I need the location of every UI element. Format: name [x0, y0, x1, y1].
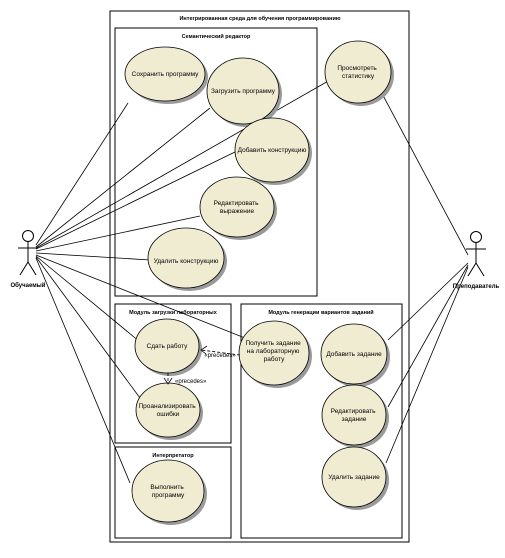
usecase-delete-task-label: Удалить задание — [328, 474, 380, 481]
usecase-add-construct[interactable]: Добавить конструкцию — [234, 117, 312, 185]
package-tasks-title: Модуль генерации вариантов заданий — [268, 309, 373, 316]
actor-student-name: Обучаемый — [11, 282, 46, 289]
usecase-get-task-line1: Получить задание — [245, 340, 301, 347]
assoc-teacher-add-task — [387, 262, 469, 341]
svg-text:Просмотреть статистику: Просмотреть статистику — [337, 65, 378, 80]
assoc-student-add-construct — [35, 150, 238, 250]
usecase-analyze-errors[interactable]: Проанализировать ошибки — [135, 382, 203, 440]
usecase-save-program[interactable]: Сохранить программу — [124, 46, 208, 104]
usecase-edit-expr-line2: выражение — [220, 208, 255, 215]
package-interpreter — [114, 446, 232, 539]
svg-text:Проанализировать ошибки: Проанализировать ошибки — [138, 403, 197, 418]
assoc-teacher-edit-task — [387, 264, 469, 408]
svg-text:Загрузить программу: Загрузить программу — [211, 88, 276, 95]
package-editor — [114, 27, 318, 297]
teacher-associations — [377, 85, 469, 464]
assoc-student-delete-construct — [35, 252, 151, 261]
package-lab-works — [114, 303, 232, 444]
assoc-student-run — [35, 257, 131, 484]
usecase-add-task-label: Добавить задание — [326, 350, 382, 358]
svg-text:Сдать работу: Сдать работу — [147, 342, 189, 350]
usecase-add-task[interactable]: Добавить задание — [320, 323, 390, 387]
usecase-get-task-line2: на лабораторную — [247, 347, 300, 355]
svg-text:Удалить задание: Удалить задание — [328, 474, 380, 481]
assoc-student-stats — [35, 79, 331, 249]
usecase-stats-line2: статистику — [342, 73, 375, 80]
usecase-run-program[interactable]: Выполнить программу — [131, 459, 207, 525]
package-tasks — [240, 303, 403, 539]
assoc-student-save — [35, 102, 129, 246]
assoc-student-load — [35, 107, 211, 248]
actor-student-head — [22, 230, 34, 242]
assoc-student-edit-expr — [35, 215, 201, 252]
actor-teacher[interactable]: Преподаватель — [453, 231, 500, 291]
package-lab-works-title: Модуль загрузки лабораторных — [129, 309, 218, 316]
usecase-delete-construct[interactable]: Удалить конструкцию — [147, 227, 227, 291]
usecase-run-line2: программу — [152, 492, 185, 499]
actor-student[interactable]: Обучаемый — [11, 230, 46, 290]
usecase-analyze-line2: ошибки — [157, 410, 180, 418]
svg-text:Выполнить программу: Выполнить программу — [150, 484, 185, 499]
usecase-submit-label: Сдать работу — [147, 342, 189, 350]
usecase-edit-task[interactable]: Редактировать задание — [321, 384, 389, 448]
usecase-view-statistics[interactable]: Просмотреть статистику — [324, 40, 394, 106]
usecase-edit-expression[interactable]: Редактировать выражение — [199, 176, 277, 240]
usecase-edit-task-line2: задание — [342, 416, 367, 423]
usecase-stats-line1: Просмотреть — [337, 65, 377, 72]
assoc-teacher-stats — [377, 85, 469, 256]
precedes-dependency-get-to-submit: «precedes» — [200, 345, 241, 359]
usecase-add-construct-label: Добавить конструкцию — [238, 146, 307, 154]
svg-text:Удалить конструкцию: Удалить конструкцию — [154, 258, 219, 265]
svg-text:Сохранить программу: Сохранить программу — [132, 71, 199, 78]
usecase-get-task[interactable]: Получить задание на лабораторную работу — [238, 320, 312, 388]
usecase-submit-work[interactable]: Сдать работу — [134, 318, 202, 376]
usecase-save-label: Сохранить программу — [132, 71, 199, 78]
usecase-get-task-line3: работу — [264, 355, 285, 363]
precedes-label-2: «precedes» — [175, 379, 207, 385]
assoc-student-analyze — [35, 256, 141, 399]
usecase-load-label: Загрузить программу — [211, 88, 276, 95]
svg-text:Редактировать задание: Редактировать задание — [331, 408, 378, 423]
system-boundary — [109, 10, 410, 543]
package-editor-title: Семантический редактор — [182, 33, 251, 40]
package-interpreter-title: Интерпретатор — [152, 453, 194, 459]
svg-text:Редактировать выражение: Редактировать выражение — [214, 200, 261, 215]
usecase-edit-expr-line1: Редактировать — [214, 200, 260, 207]
system-title: Интегрированная среда для обучения прогр… — [179, 15, 340, 22]
usecase-load-program[interactable]: Загрузить программу — [206, 57, 282, 127]
assoc-student-submit — [35, 255, 141, 343]
student-associations — [35, 79, 331, 484]
usecase-delete-task[interactable]: Удалить задание — [321, 446, 389, 510]
svg-text:Добавить конструкцию: Добавить конструкцию — [238, 146, 307, 154]
actor-teacher-head — [470, 231, 482, 243]
actor-teacher-name: Преподаватель — [453, 284, 500, 290]
svg-text:Добавить задание: Добавить задание — [326, 350, 382, 358]
usecase-run-line1: Выполнить — [150, 484, 184, 491]
assoc-student-get-task — [35, 254, 251, 341]
usecase-analyze-line1: Проанализировать — [138, 403, 196, 410]
usecase-delete-construct-label: Удалить конструкцию — [154, 258, 219, 265]
usecase-edit-task-line1: Редактировать — [331, 408, 377, 415]
precedes-dependency-submit-to-analyze: «precedes» — [163, 373, 207, 385]
precedes-label-1: «precedes» — [204, 353, 236, 359]
assoc-teacher-delete-task — [385, 266, 469, 464]
svg-text:Получить задание на лабо: Получить задание на лабораторную работу — [245, 340, 302, 363]
